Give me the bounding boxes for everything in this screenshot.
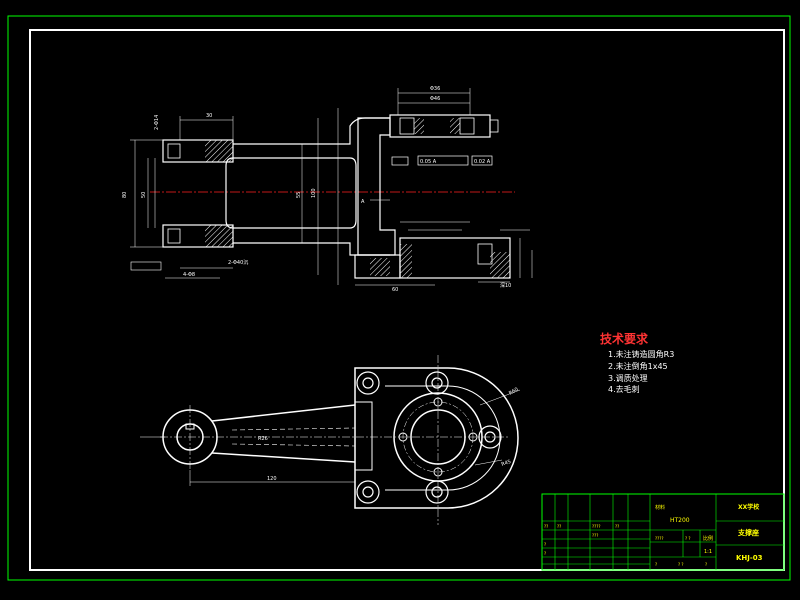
bore-bolt-circle xyxy=(402,401,474,473)
sheet-mark-5: ? xyxy=(705,562,707,567)
tech-req-item-4: 4.去毛刺 xyxy=(608,384,640,394)
left-bolt-top xyxy=(167,143,181,159)
dim-depth-note: 深10 xyxy=(500,282,511,289)
bottom-body-foot xyxy=(354,254,401,279)
left-boss-bottom-hatch xyxy=(205,225,233,247)
arm-hidden-1 xyxy=(231,427,356,431)
drawing-number: KHJ-03 xyxy=(736,554,763,562)
bore-outer xyxy=(393,392,483,482)
tech-req-item-3: 3.调质处理 xyxy=(608,373,648,383)
top-flange-hole-right xyxy=(459,117,475,135)
arm-outline xyxy=(233,117,390,256)
datum-box xyxy=(391,156,409,166)
arm-inner xyxy=(225,157,357,229)
dim-plan-r-outer: R60 xyxy=(508,387,520,397)
tech-req-item-1: 1.未注铸造圆角R3 xyxy=(608,349,674,359)
arm-bottom-edge xyxy=(211,452,356,463)
top-flange-hatch-2 xyxy=(450,118,460,134)
material-label: 材料 xyxy=(655,504,665,511)
inner-border xyxy=(29,29,785,571)
title-block: 材料 HT200 XX学校 支撑座 KHJ-03 比例 1:1 ?? ?? ??… xyxy=(541,493,785,571)
datum-label: A xyxy=(361,199,365,205)
main-plate xyxy=(354,367,519,509)
dim-height-outer: 80 xyxy=(122,192,128,198)
top-flange-hole-left xyxy=(399,117,415,135)
material-value: HT200 xyxy=(670,517,690,524)
outer-border xyxy=(7,15,791,581)
arm-hidden-2 xyxy=(231,443,356,447)
bottom-flange-hatch-left xyxy=(400,244,412,278)
sheet-mark-4: ? ? xyxy=(678,562,684,567)
tolerance-frame-2 xyxy=(471,155,493,166)
dim-top-width: 30 xyxy=(206,113,212,119)
bottom-flange-hatch-right xyxy=(490,252,510,278)
body-outline xyxy=(357,117,396,256)
row-mark-7: ? xyxy=(544,551,546,556)
scale-label: 比例 xyxy=(703,535,713,542)
dim-left-note: 2-Φ40沉 xyxy=(228,259,248,266)
bore-inner xyxy=(410,409,466,465)
plate-inner-edge xyxy=(355,401,373,471)
plate-inner-top xyxy=(385,385,501,491)
tolerance-text-1: 0.05 A xyxy=(420,159,437,165)
top-flange-hatch-1 xyxy=(414,118,424,134)
bottom-body-foot-hatch xyxy=(370,258,390,276)
dim-plan-length: 120 xyxy=(267,476,277,482)
row-mark-4: ?? xyxy=(615,524,619,529)
row-mark-1: ?? xyxy=(544,524,548,529)
row-mark-6: ? xyxy=(544,542,546,547)
row-mark-3: ???? xyxy=(592,524,601,529)
dim-center-height: 55 xyxy=(296,192,302,198)
dim-total-height: 100 xyxy=(311,188,317,198)
front-section-view: 0.05 A 0.02 A xyxy=(122,86,533,293)
dim-plan-r: R45 xyxy=(501,459,512,468)
dim-plan-left-r: R26 xyxy=(258,436,268,442)
dim-chamfer: 4-Φ8 xyxy=(183,272,195,278)
plan-view: 120 R60 R45 R26 xyxy=(140,355,521,525)
dim-left-hole: 2-Φ14 xyxy=(154,115,160,130)
scale-value: 1:1 xyxy=(704,549,712,555)
sheet-mark-2: ? ? xyxy=(685,536,691,541)
left-boss-top-hatch xyxy=(205,140,233,162)
sheet-mark-3: ? xyxy=(655,562,657,567)
tech-req-title: 技术要求 xyxy=(600,331,649,346)
left-keyway xyxy=(185,423,195,430)
left-bolt-bottom xyxy=(167,228,181,244)
row-mark-5: ??? xyxy=(592,533,598,538)
dim-height-inner: 50 xyxy=(141,192,147,198)
sheet-mark-1: ???? xyxy=(655,536,664,541)
tolerance-text-2: 0.02 A xyxy=(474,159,491,165)
dim-bottom-len: 60 xyxy=(392,287,398,293)
left-bottom-note-box xyxy=(130,261,162,271)
part-name: 支撑座 xyxy=(737,528,759,537)
arm-top-edge xyxy=(211,404,356,422)
row-mark-2: ?? xyxy=(557,524,561,529)
dim-right-hole: Φ36 xyxy=(430,86,440,92)
tech-req-item-2: 2.未注倒角1x45 xyxy=(608,361,668,371)
school-name: XX学校 xyxy=(738,503,760,511)
bottom-flange-hole xyxy=(477,243,493,265)
tolerance-frame-1 xyxy=(417,155,469,166)
top-flange-nub xyxy=(489,119,499,133)
dim-right-bore: Φ46 xyxy=(430,96,440,102)
technical-requirements: 技术要求 1.未注铸造圆角R3 2.未注倒角1x45 3.调质处理 4.去毛刺 xyxy=(600,331,674,394)
